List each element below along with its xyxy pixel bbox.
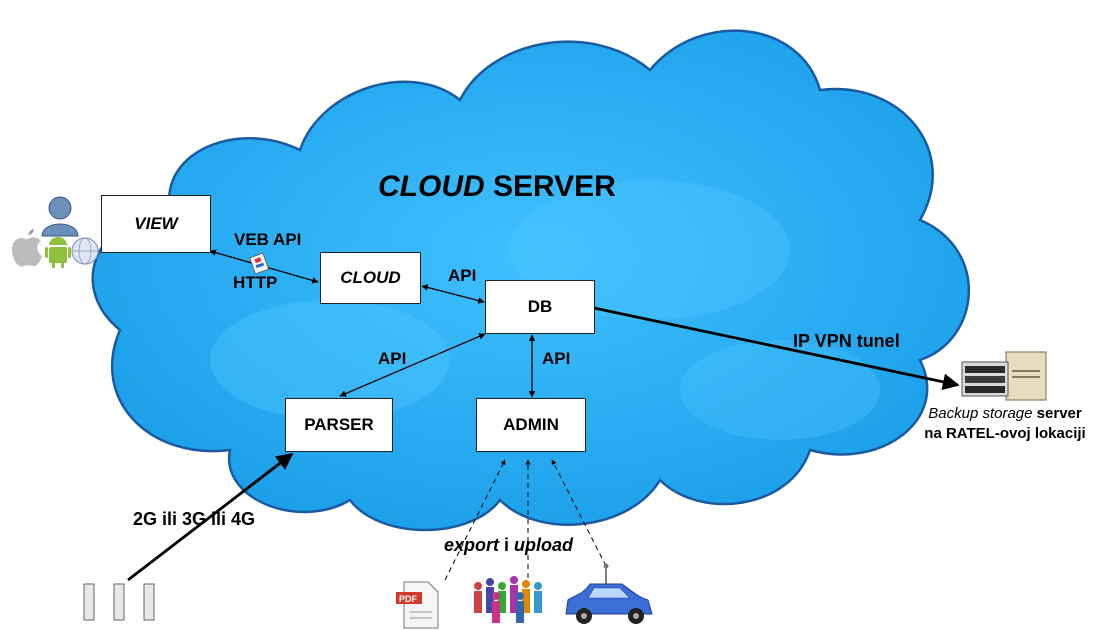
backup-server-label: Backup storage server na RATEL-ovoj loka… bbox=[905, 404, 1105, 444]
ip-vpn-label: IP VPN tunel bbox=[793, 331, 900, 351]
sensor-icon bbox=[83, 583, 95, 621]
admin-box: ADMIN bbox=[476, 398, 586, 452]
api-admin-db-label: API bbox=[542, 349, 571, 368]
export-text: export bbox=[444, 535, 500, 555]
admin-label: ADMIN bbox=[503, 415, 559, 434]
arrow-pdf-admin bbox=[444, 459, 506, 581]
backup-italic: Backup storage bbox=[928, 405, 1033, 422]
server-icon bbox=[961, 351, 1047, 401]
upload-text: upload bbox=[514, 535, 574, 555]
backup-line2: na RATEL-ovoj lokaciji bbox=[924, 425, 1086, 442]
diagram-title: CLOUD SERVER bbox=[378, 170, 616, 204]
globe-icon bbox=[71, 237, 99, 265]
api-cloud-db-label: API bbox=[448, 266, 477, 285]
pdf-icon: PDF bbox=[396, 581, 439, 629]
cloud-label: CLOUD bbox=[340, 268, 401, 287]
sensor-icon bbox=[113, 583, 125, 621]
backup-line1: Backup storage server bbox=[905, 404, 1105, 424]
arrow-sensors-parser bbox=[127, 452, 294, 582]
people-icon bbox=[474, 576, 542, 623]
car-icon bbox=[565, 563, 653, 624]
export-upload-label: export i upload bbox=[444, 535, 573, 556]
arrow-cloud-db bbox=[421, 284, 485, 304]
arrow-vpn bbox=[593, 306, 960, 391]
api-parser-db-label: API bbox=[378, 349, 407, 368]
sensor-icon bbox=[143, 583, 155, 621]
parser-label: PARSER bbox=[304, 415, 374, 434]
title-italic: CLOUD bbox=[378, 170, 485, 203]
android-icon bbox=[45, 237, 71, 268]
mobile-network-label: 2G ili 3G ili 4G bbox=[133, 509, 256, 529]
title-rest: SERVER bbox=[484, 170, 616, 203]
user-icon bbox=[41, 196, 79, 237]
arrow-db-parser bbox=[339, 333, 486, 397]
parser-box: PARSER bbox=[285, 398, 393, 452]
cloud-box: CLOUD bbox=[320, 252, 421, 304]
db-box: DB bbox=[485, 280, 595, 334]
db-label: DB bbox=[527, 297, 553, 316]
veb-api-label: VEB API bbox=[234, 230, 302, 249]
http-label: HTTP bbox=[233, 273, 278, 292]
view-label: VIEW bbox=[134, 214, 178, 233]
http-packet-icon bbox=[249, 252, 270, 275]
backup-rest: server bbox=[1032, 405, 1082, 422]
arrow-car-admin bbox=[551, 459, 607, 567]
view-box: VIEW bbox=[101, 195, 211, 253]
svg-text:PDF: PDF bbox=[399, 594, 418, 604]
apple-icon bbox=[12, 229, 42, 267]
export-connector: i bbox=[499, 535, 515, 555]
